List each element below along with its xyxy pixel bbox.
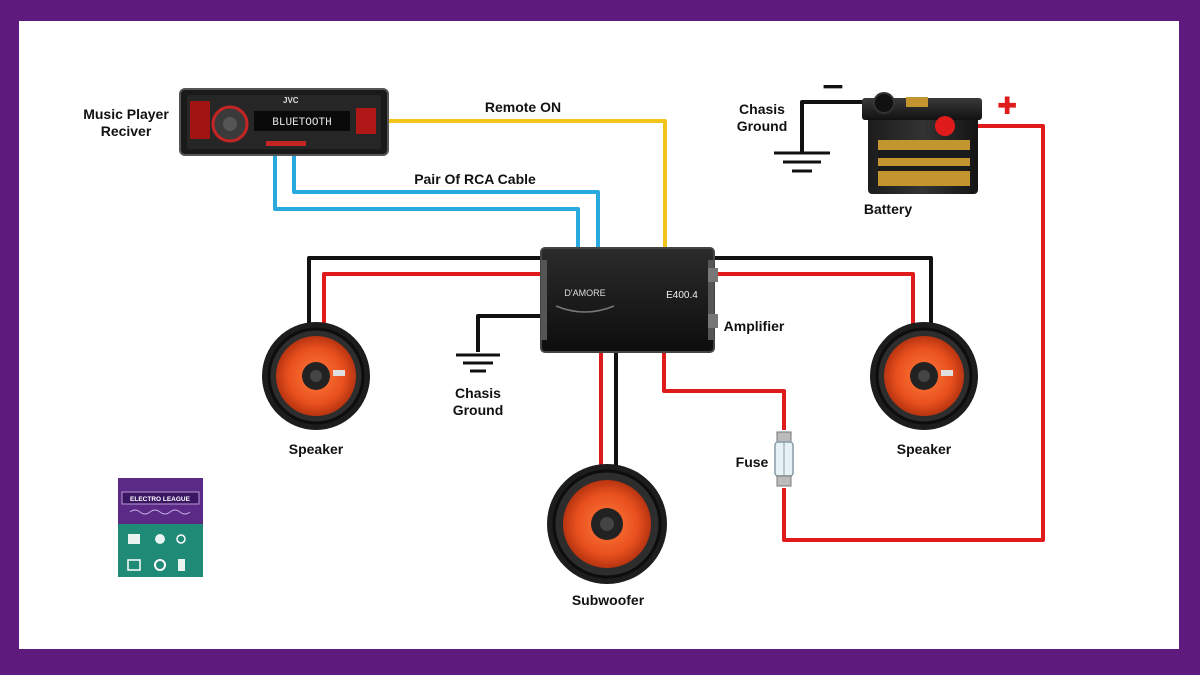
logo: ELECTRO LEAGUE: [118, 478, 203, 577]
rca-wire-2: [292, 152, 600, 248]
right-speaker-negative-wire: [712, 256, 933, 330]
remote-on-label: Remote ON: [484, 99, 562, 115]
receiver-display: BLUETOOTH: [272, 117, 331, 129]
speaker-left-icon: [262, 322, 370, 430]
amp-ground-wire: [476, 314, 545, 352]
music-player-label: Music Player Reciver: [66, 106, 186, 140]
left-speaker-positive-wire: [322, 272, 545, 330]
rca-cable-label: Pair Of RCA Cable: [414, 171, 536, 187]
chasis-ground-top-line2: Ground: [736, 118, 788, 134]
battery-unit: [862, 92, 982, 194]
left-speaker-negative-wire: [307, 256, 545, 330]
speaker-right-icon: [870, 322, 978, 430]
chasis-ground-mid-line2: Ground: [452, 402, 504, 418]
battery-negative-sign: −: [820, 69, 845, 104]
fuse-label: Fuse: [735, 454, 769, 470]
fuse-icon: [774, 431, 794, 487]
battery-negative-terminal: [873, 92, 895, 114]
receiver-brand: JVC: [283, 96, 299, 105]
chasis-ground-top-line1: Chasis: [739, 101, 785, 117]
wires: [273, 100, 1045, 542]
right-speaker-positive-wire: [712, 272, 915, 330]
battery-power-wire: [782, 124, 1045, 542]
speaker-left-label: Speaker: [288, 441, 344, 457]
subwoofer-label: Subwoofer: [571, 592, 645, 608]
music-player-label-line2: Reciver: [100, 123, 152, 139]
amplifier-brand: D'AMORE: [564, 288, 605, 298]
battery-positive-terminal: [935, 116, 955, 136]
rca-wire-1: [273, 152, 580, 248]
music-player-label-line1: Music Player: [83, 106, 169, 122]
logo-text: ELECTRO LEAGUE: [130, 496, 191, 503]
battery-ground-wire: [800, 100, 884, 152]
subwoofer-icon: [547, 464, 667, 584]
speaker-right-label: Speaker: [896, 441, 952, 457]
amplifier-label: Amplifier: [723, 318, 785, 334]
battery-positive-sign: ✚: [997, 92, 1017, 120]
amplifier-unit: D'AMORE E400.4: [540, 247, 718, 353]
amplifier-model: E400.4: [666, 290, 698, 301]
ground-symbol-top: [774, 151, 830, 173]
music-player-receiver: BLUETOOTH JVC: [179, 88, 389, 156]
chasis-ground-mid-line1: Chasis: [455, 385, 501, 401]
chasis-ground-mid-label: Chasis Ground: [438, 385, 518, 419]
amp-power-wire: [662, 352, 786, 430]
battery-label: Battery: [863, 201, 913, 217]
chasis-ground-top-label: Chasis Ground: [722, 101, 802, 135]
remote-wire: [388, 119, 667, 248]
ground-symbol-mid: [456, 353, 500, 373]
